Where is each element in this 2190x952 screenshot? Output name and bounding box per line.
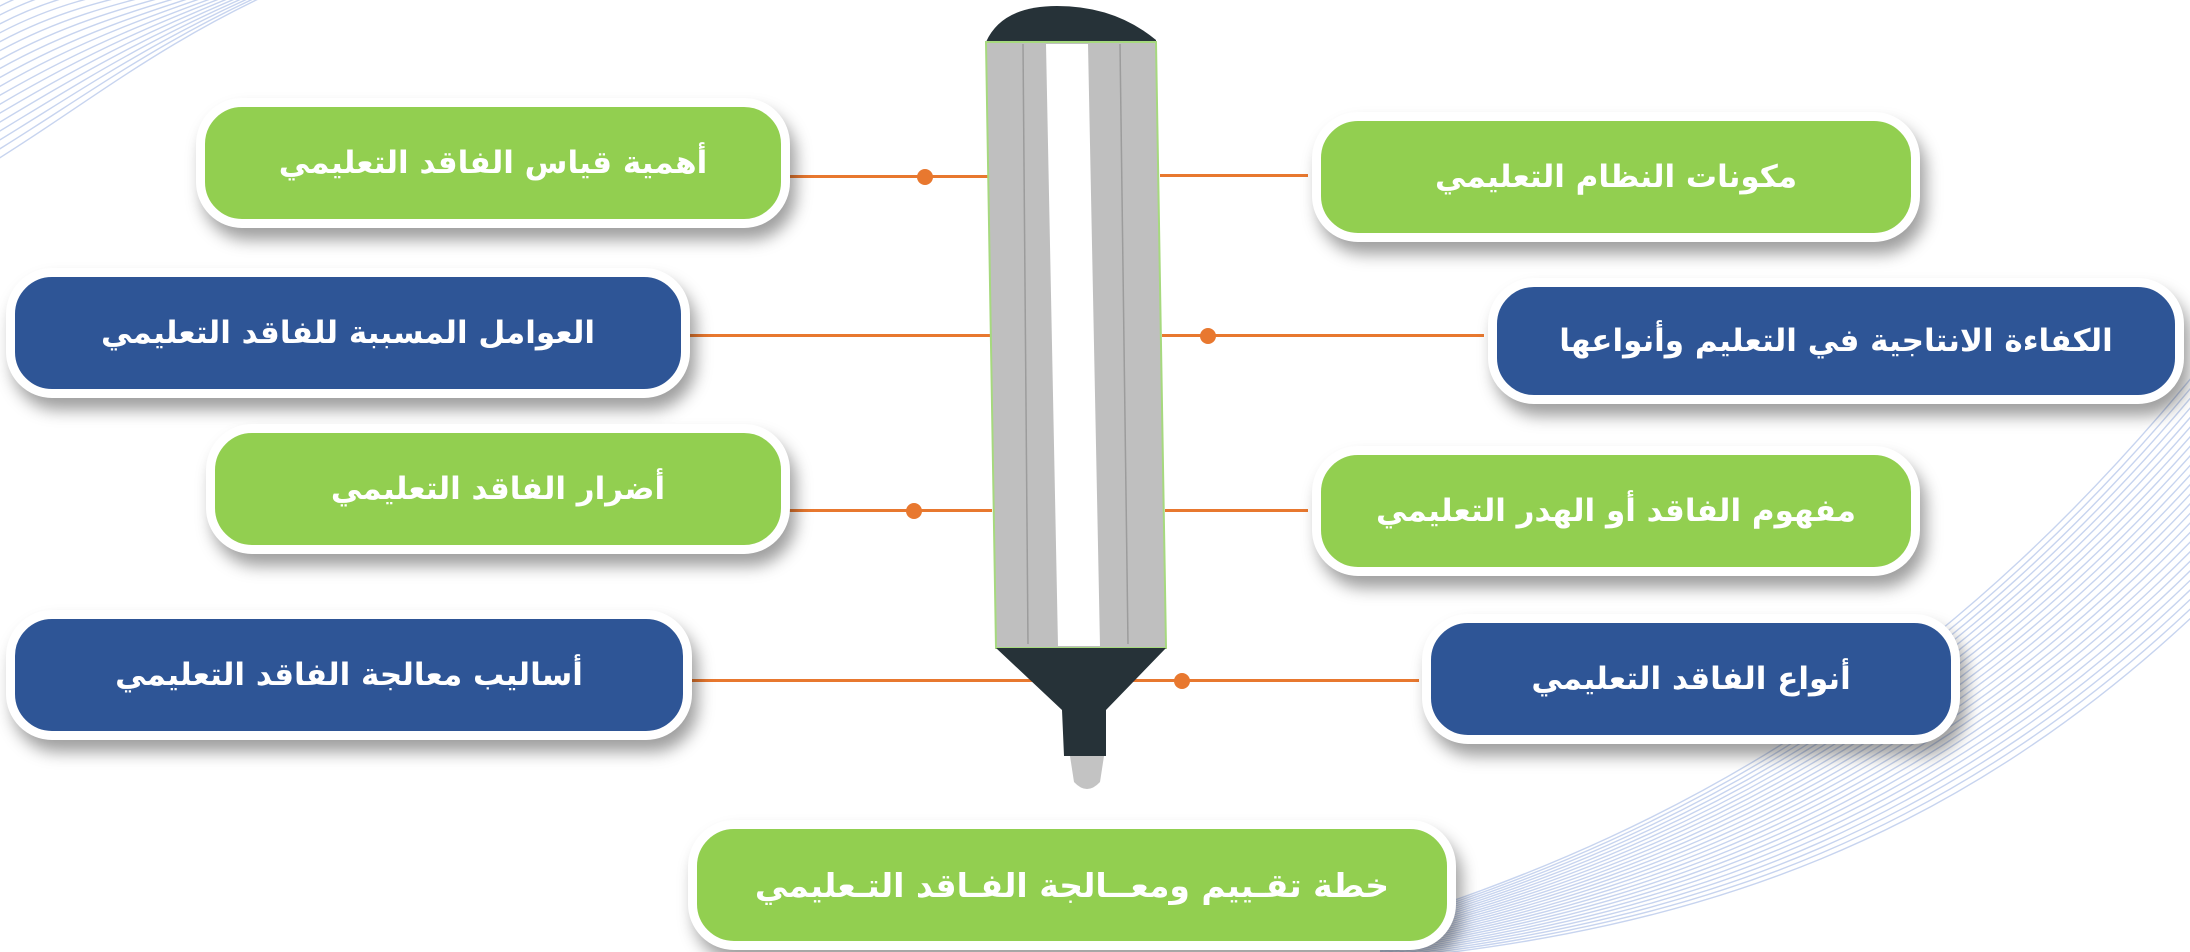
connector-dot-right-2 — [1200, 328, 1216, 344]
wave-line — [1382, 569, 2190, 952]
topic-label: خطة تقـييم ومعــالجة الفـاقد التـعليمي — [754, 865, 1390, 905]
wave-line — [1379, 435, 2190, 935]
wave-line — [1379, 483, 2190, 942]
wave-line — [1431, 608, 2190, 952]
topic-label: أساليب معالجة الفاقد التعليمي — [115, 657, 583, 693]
topic-pill-left-2: العوامل المسببة للفاقد التعليمي — [6, 268, 690, 398]
topic-pill-right-4: أنواع الفاقد التعليمي — [1422, 614, 1960, 744]
wave-line — [0, 0, 15, 7]
wave-line — [1379, 541, 2190, 950]
connector-right-4 — [1127, 679, 1419, 682]
wave-line — [1379, 522, 2190, 947]
topic-label: الكفاءة الانتاجية في التعليم وأنواعها — [1559, 323, 2113, 359]
wave-line — [0, 0, 227, 114]
wave-line — [1379, 502, 2190, 944]
wave-line — [1417, 598, 2190, 952]
wave-line — [0, 0, 60, 25]
wave-line — [0, 0, 156, 61]
wave-line — [0, 0, 86, 34]
topic-label: أضرار الفاقد التعليمي — [330, 471, 666, 507]
connector-right-2 — [1162, 334, 1484, 337]
connector-left-2 — [688, 334, 990, 337]
topic-pill-left-3: أضرار الفاقد التعليمي — [206, 424, 790, 554]
topic-pill-right-3: مفهوم الفاقد أو الهدر التعليمي — [1312, 446, 1920, 576]
wave-line — [0, 0, 187, 79]
wave-line — [0, 0, 173, 70]
topic-label: مكونات النظام التعليمي — [1434, 159, 1798, 195]
wave-line — [1392, 579, 2190, 952]
wave-line — [0, 0, 234, 123]
connector-dot-left-1 — [917, 169, 933, 185]
wave-line — [1404, 589, 2190, 952]
connector-right-3 — [1165, 509, 1308, 512]
wave-line — [1379, 426, 2190, 933]
wave-line — [1379, 550, 2190, 951]
topic-pill-right-1: مكونات النظام التعليمي — [1312, 112, 1920, 242]
wave-line — [0, 0, 113, 43]
topic-pill-left-1: أهمية قياس الفاقد التعليمي — [196, 98, 790, 228]
topic-label: أهمية قياس الفاقد التعليمي — [278, 145, 708, 181]
wave-line — [0, 0, 210, 97]
wave-line — [1379, 512, 2190, 946]
wave-line — [1379, 560, 2190, 952]
topic-label: أنواع الفاقد التعليمي — [1531, 661, 1851, 697]
topic-label: العوامل المسببة للفاقد التعليمي — [100, 315, 596, 351]
wave-line — [1379, 445, 2190, 936]
connector-left-4 — [690, 679, 1040, 682]
wave-line — [1379, 531, 2190, 949]
wave-line — [0, 0, 247, 141]
wave-line — [1379, 464, 2190, 939]
wave-line — [0, 0, 241, 132]
wave-line — [1379, 454, 2190, 937]
wave-lines-bottom-right — [1379, 378, 2190, 952]
highlighter-marker-icon — [984, 6, 1168, 789]
wave-line — [1379, 493, 2190, 943]
topic-label: مفهوم الفاقد أو الهدر التعليمي — [1376, 493, 1856, 529]
wave-line — [1446, 617, 2190, 952]
topic-pill-right-2: الكفاءة الانتاجية في التعليم وأنواعها — [1488, 278, 2184, 404]
wave-lines-top-left — [0, 0, 258, 159]
wave-line — [0, 0, 36, 16]
wave-line — [0, 0, 219, 105]
connector-right-1 — [1160, 174, 1308, 177]
connector-left-3 — [788, 509, 992, 512]
wave-line — [0, 0, 258, 159]
topic-pill-bottom: خطة تقـييم ومعــالجة الفـاقد التـعليمي — [688, 820, 1456, 950]
wave-line — [0, 0, 136, 52]
topic-pill-left-4: أساليب معالجة الفاقد التعليمي — [6, 610, 692, 740]
wave-line — [1379, 474, 2190, 940]
connector-left-1 — [788, 175, 988, 178]
connector-dot-right-4 — [1174, 673, 1190, 689]
connector-dot-left-3 — [906, 503, 922, 519]
wave-line — [0, 0, 199, 88]
wave-line — [0, 0, 253, 150]
